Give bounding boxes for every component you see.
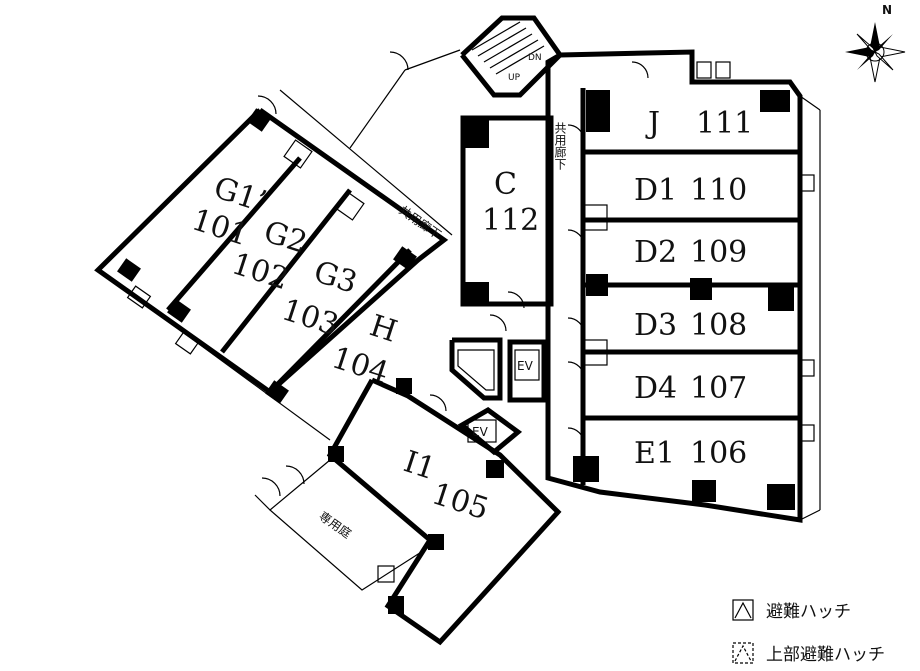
unit-label-i1: I1 (400, 444, 440, 487)
central-block (429, 15, 564, 456)
stair-down-label: DN (528, 53, 542, 63)
unit-label-d4: D4 (634, 371, 677, 406)
legend: 避難ハッチ 上部避難ハッチ (732, 599, 885, 665)
unit-label-j: J (645, 106, 660, 141)
unit-label-h: H (366, 308, 402, 349)
legend-upper-escape-hatch: 上部避難ハッチ (766, 645, 885, 665)
corridor-label-right: 共用廊下 (553, 122, 567, 170)
compass-rose-icon (845, 22, 906, 83)
unit-label-d3: D3 (634, 308, 677, 343)
unit-label-g3: G3 (310, 254, 362, 301)
unit-label-c: C (494, 167, 517, 202)
unit-label-e1: E1 (634, 436, 675, 471)
unit-number-108: 108 (690, 308, 747, 343)
unit-label-d1: D1 (634, 173, 677, 208)
private-garden-label: 専用庭 (316, 508, 354, 541)
stair-up-label: UP (508, 73, 521, 83)
unit-number-111: 111 (696, 106, 753, 141)
north-label: N (882, 3, 892, 17)
legend-escape-hatch: 避難ハッチ (766, 602, 851, 622)
unit-number-109: 109 (690, 235, 747, 270)
upper-escape-hatch-icon (732, 642, 754, 664)
unit-number-107: 107 (690, 371, 747, 406)
unit-number-105: 105 (428, 476, 493, 527)
escape-hatch-icon (732, 599, 754, 621)
unit-number-106: 106 (690, 436, 747, 471)
unit-number-103: 103 (278, 292, 343, 343)
elevator-label-2: EV (472, 425, 489, 439)
unit-number-110: 110 (690, 173, 747, 208)
unit-label-d2: D2 (634, 235, 677, 270)
right-wing (545, 49, 821, 523)
lower-wing (254, 377, 562, 646)
unit-label-g2: G2 (260, 214, 312, 261)
left-wing (94, 49, 461, 441)
unit-number-112: 112 (482, 203, 539, 238)
elevator-label-1: EV (517, 359, 534, 373)
